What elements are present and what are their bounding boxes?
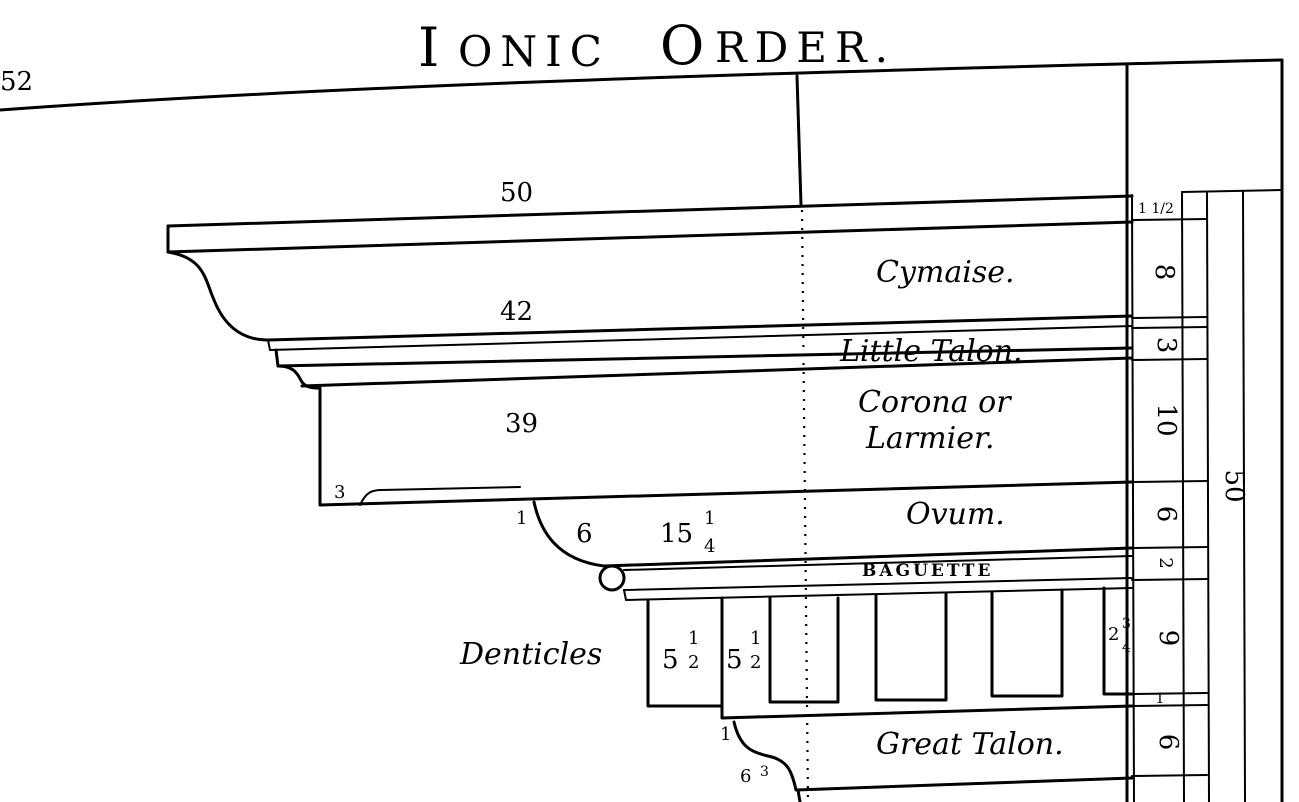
corona-soffit-drip (359, 486, 521, 506)
projection-corona: 39 (505, 409, 538, 439)
scale-tick (1131, 546, 1208, 549)
frame-lines (0, 58, 1284, 802)
projection-talon-6-frac: 3 (760, 764, 769, 780)
label-denticles: Denticles (459, 637, 602, 672)
height-cymaise: 8 (1149, 264, 1179, 281)
baguette-bead (598, 564, 626, 592)
projection-talon-6: 6 (740, 766, 751, 787)
height-denticles: 9 (1153, 630, 1183, 647)
cymaise-bottom-edge (266, 314, 1134, 342)
height-corona: 10 (1151, 403, 1181, 436)
scale-tick (1131, 326, 1208, 329)
label-ovum: Ovum. (906, 497, 1005, 532)
scale-tick (1131, 218, 1208, 221)
projection-ovum-1: 1 (516, 508, 527, 529)
title-word-1: ONIC (458, 27, 610, 76)
plate-title: I ONIC O RDER. (418, 14, 896, 79)
height-ovum: 6 (1151, 506, 1181, 523)
scale-tick (1131, 316, 1208, 319)
projection-dentil-2-frac-den: 2 (750, 652, 761, 673)
height-scale: 1 1/2 8 3 10 6 2 9 1 6 50 (1131, 191, 1249, 802)
little-talon-curve (274, 348, 322, 390)
scale-tick (1131, 358, 1208, 361)
scale-top-rule (1181, 189, 1283, 193)
label-baguette: BAGUETTE (862, 561, 994, 581)
corona-outline (318, 386, 1134, 507)
scale-tick (1131, 704, 1208, 707)
scale-tick (1131, 774, 1208, 777)
projection-dentil-2-frac-num: 1 (750, 628, 761, 649)
height-great-talon: 6 (1153, 734, 1183, 751)
projection-dentil-3: 2 (1108, 624, 1119, 645)
scale-line-c (1206, 191, 1210, 802)
projection-dentil-1: 5 (662, 645, 679, 675)
scale-tick (1131, 692, 1208, 695)
page-corner-number: 52 (0, 67, 33, 97)
ovum-curve (532, 500, 606, 568)
label-corona-line2: Larmier. (865, 421, 995, 456)
title-initial-2: O (660, 14, 712, 77)
scale-tick (1131, 480, 1208, 483)
label-little-talon: Little Talon. (839, 334, 1023, 369)
projection-talon-1: 1 (720, 724, 731, 745)
title-word-2: RDER. (715, 23, 896, 72)
projection-dentil-2: 5 (726, 645, 743, 675)
label-cymaise: Cymaise. (876, 255, 1015, 290)
projection-ovum-6: 6 (576, 519, 593, 549)
label-corona-line1: Corona or (858, 385, 1012, 420)
axis-line (795, 74, 803, 207)
cornice-profile (166, 194, 1134, 802)
projection-measurements: 50 42 39 3 1 6 15 1 4 5 1 2 5 1 2 2 3 4 … (334, 178, 1131, 787)
little-talon-bottom-edge (300, 356, 1134, 388)
height-fillet-top: 1 1/2 (1138, 201, 1174, 217)
scale-line-b (1181, 191, 1185, 802)
baguette-bottom-edge (623, 577, 1133, 591)
projection-dentil-3-frac-den: 4 (1122, 640, 1131, 656)
projection-dentil-3-frac-num: 3 (1122, 616, 1131, 632)
denticle (874, 592, 948, 702)
denticle-back-outline (720, 596, 1134, 720)
denticle (990, 588, 1064, 698)
projection-ovum-15: 15 (660, 519, 693, 549)
height-fillet-mid: 1 (1156, 691, 1165, 707)
axis-dotted-line (800, 209, 810, 802)
great-talon-fillet (796, 788, 802, 802)
denticle (1102, 586, 1134, 696)
height-baguette: 2 (1155, 557, 1176, 568)
scale-line-d (1242, 191, 1246, 802)
projection-ovum-15-frac-den: 4 (704, 536, 715, 557)
height-total: 50 (1219, 469, 1249, 502)
ovum-bottom-edge (602, 546, 1134, 568)
great-talon-curve (732, 720, 1134, 792)
title-initial-1: I (418, 16, 447, 79)
projection-dentil-1-frac-den: 2 (688, 652, 699, 673)
height-little-talon: 3 (1151, 337, 1181, 354)
baguette-top-edge (623, 555, 1133, 571)
member-labels: Cymaise. Little Talon. Corona or Larmier… (459, 255, 1064, 762)
baguette-fillet (623, 587, 1133, 601)
projection-cornice-top: 50 (500, 178, 533, 208)
projection-corona-small: 3 (334, 482, 345, 503)
little-talon-line (276, 346, 1134, 368)
label-great-talon: Great Talon. (876, 727, 1064, 762)
denticle (768, 596, 840, 704)
cymaise-curve (166, 250, 270, 342)
fillet-bottom-edge (166, 220, 1134, 254)
fillet-top-edge (166, 194, 1134, 228)
scale-tick (1131, 578, 1208, 581)
scale-line-a (1131, 194, 1135, 802)
cymaise-fillet (267, 325, 1133, 351)
projection-cymaise: 42 (500, 297, 533, 327)
projection-dentil-1-frac-num: 1 (688, 628, 699, 649)
top-frame-line (0, 58, 1284, 112)
projection-ovum-15-frac-num: 1 (704, 508, 715, 529)
denticle-band-outline (646, 598, 724, 708)
